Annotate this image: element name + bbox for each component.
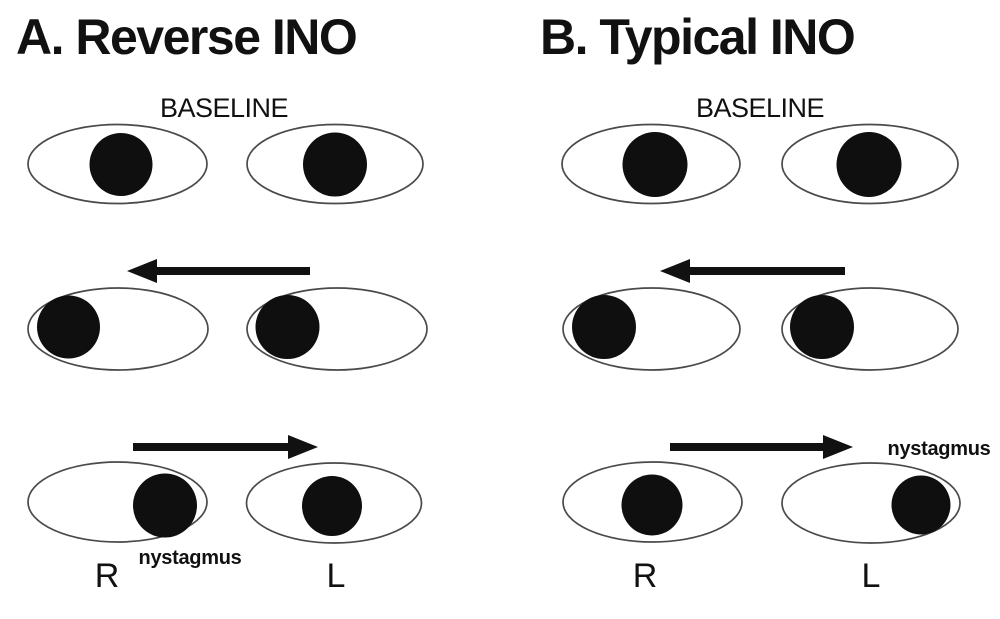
pupil — [622, 132, 688, 197]
pupil — [891, 475, 951, 535]
panel-reverse-ino: A. Reverse INO BASELINE — [16, 9, 428, 595]
right-arrow-icon — [670, 435, 853, 459]
pupil — [37, 295, 100, 359]
panel-b-left-gaze-row — [562, 259, 959, 371]
panel-typical-ino: B. Typical INO BASELINE nystagmus — [540, 9, 991, 595]
panel-b-right-gaze-row: nystagmus — [562, 435, 991, 544]
pupil — [89, 133, 153, 196]
pupil — [790, 295, 854, 359]
right-arrow-icon — [133, 435, 318, 459]
left-arrow-icon — [127, 259, 310, 283]
panel-a-right-gaze-row: nystagmus — [27, 435, 423, 569]
panel-a-right-eye-letter: R — [95, 557, 120, 595]
panel-b-nystagmus-label: nystagmus — [888, 438, 991, 460]
panel-a-baseline-label: BASELINE — [160, 93, 288, 123]
pupil — [255, 295, 320, 359]
panel-b-baseline-label: BASELINE — [696, 93, 824, 123]
pupil — [572, 295, 636, 359]
pupil — [302, 476, 362, 536]
panel-b-title: B. Typical INO — [540, 9, 854, 65]
panel-a-baseline-row — [27, 123, 424, 205]
panel-a-left-gaze-row — [27, 259, 428, 371]
pupil — [133, 473, 197, 538]
panel-a-title: A. Reverse INO — [16, 9, 356, 65]
panel-b-baseline-row — [561, 123, 959, 205]
panel-a-nystagmus-label: nystagmus — [139, 547, 242, 569]
pupil — [836, 132, 902, 197]
pupil — [303, 132, 367, 197]
pupil — [621, 474, 683, 536]
panel-b-left-eye-letter: L — [862, 557, 881, 595]
panel-a-left-eye-letter: L — [327, 557, 346, 595]
left-arrow-icon — [660, 259, 845, 283]
panel-b-right-eye-letter: R — [633, 557, 658, 595]
